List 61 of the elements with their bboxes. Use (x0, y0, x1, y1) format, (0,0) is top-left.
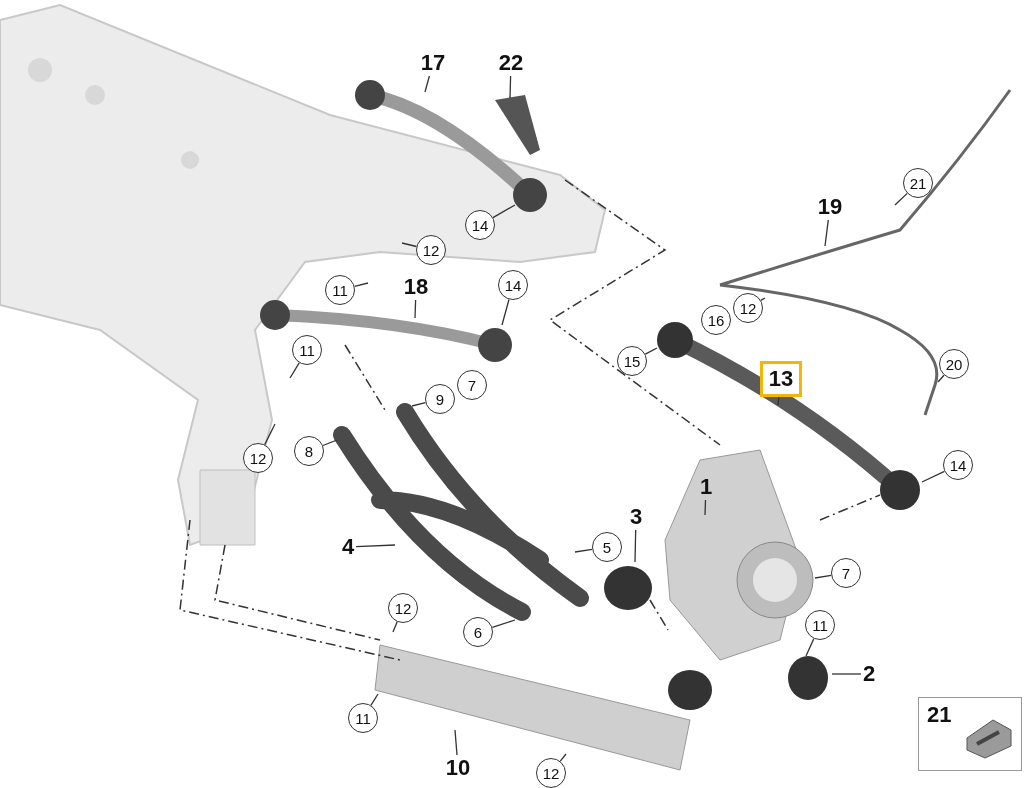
callout-number: 10 (443, 755, 473, 781)
callout-number: 5 (592, 532, 622, 562)
callout-number: 14 (498, 270, 528, 300)
callout-number: 11 (348, 703, 378, 733)
leader-line (634, 529, 637, 563)
callout-number: 18 (401, 274, 431, 300)
leader-line (644, 347, 658, 355)
callout-number: 9 (425, 384, 455, 414)
leader-line (411, 401, 427, 407)
leader-line (824, 219, 829, 247)
callout-number: 20 (939, 349, 969, 379)
leader-line (894, 192, 908, 206)
leader-line (392, 621, 398, 633)
leader-line (760, 297, 766, 302)
callout-number: 21 (903, 168, 933, 198)
leader-line (805, 638, 815, 657)
callout-number: 12 (536, 758, 566, 788)
leader-line (814, 574, 832, 579)
leader-line (509, 75, 512, 99)
leader-line (424, 75, 431, 93)
leader-line (937, 374, 945, 383)
callout-number: 14 (943, 450, 973, 480)
callout-number: 11 (805, 610, 835, 640)
inset-panel (918, 697, 1022, 771)
callout-number: 11 (292, 335, 322, 365)
leader-line (264, 423, 276, 446)
callout-number: 6 (463, 617, 493, 647)
leader-line (831, 673, 862, 675)
callout-number: 16 (701, 305, 731, 335)
leader-line (559, 753, 567, 762)
leader-line (921, 470, 946, 483)
leader-line (501, 298, 510, 326)
callout-number: 2 (860, 661, 878, 687)
callout-number: 7 (831, 558, 861, 588)
callout-number: 4 (339, 534, 357, 560)
leader-line (322, 439, 338, 447)
leader-line (289, 362, 300, 379)
leader-line (574, 548, 593, 553)
leader-line (454, 729, 458, 756)
callout-number: 19 (815, 194, 845, 220)
callout-number: 15 (617, 346, 647, 376)
leader-line (492, 204, 516, 219)
callout-number: 22 (496, 50, 526, 76)
callout-number: 12 (733, 293, 763, 323)
callout-number: 21 (927, 702, 952, 728)
leader-line (491, 619, 516, 629)
callout-number: 1 (697, 474, 715, 500)
leader-line (353, 282, 369, 288)
callout-number: 3 (627, 504, 645, 530)
callout-number: 11 (325, 275, 355, 305)
leader-line (401, 242, 418, 248)
leader-line (704, 499, 707, 516)
callout-number: 12 (388, 593, 418, 623)
callout-number: 8 (294, 436, 324, 466)
leader-line (777, 396, 780, 406)
callout-number: 7 (457, 370, 487, 400)
leader-line (355, 544, 396, 548)
leader-line (370, 693, 379, 706)
callout-number: 17 (418, 50, 448, 76)
leader-line (414, 299, 417, 319)
callout-number: 13 (759, 361, 803, 397)
